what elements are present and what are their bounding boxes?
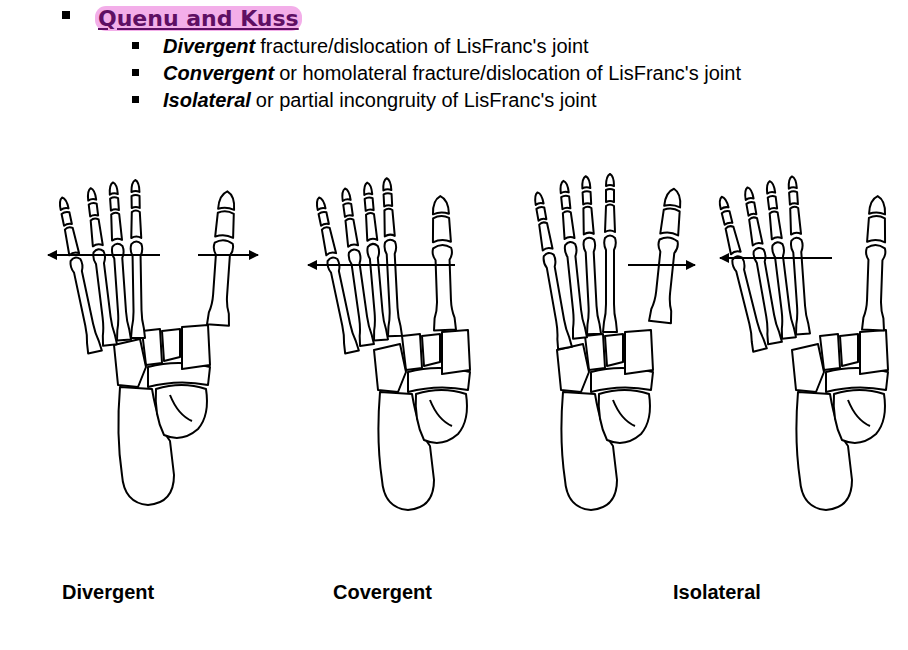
bullet-square xyxy=(62,11,70,19)
bullet-line: Isolateralor partial incongruity of LisF… xyxy=(163,88,596,112)
bullet-square xyxy=(132,69,139,76)
figure-caption: Covergent xyxy=(333,581,432,603)
foot-convergent xyxy=(308,178,470,510)
type-description: or homolateral fracture/dislocation of L… xyxy=(279,62,741,84)
caption-holder: Isolateral xyxy=(673,580,761,604)
bullet-line: Convergentor homolateral fracture/disloc… xyxy=(163,61,741,85)
type-name: Isolateral xyxy=(163,89,251,111)
bullet-line: Divergentfracture/dislocation of LisFran… xyxy=(163,34,589,58)
caption-holder: Divergent xyxy=(62,580,154,604)
bullet-square xyxy=(132,42,139,49)
type-description: or partial incongruity of LisFranc's joi… xyxy=(256,89,597,111)
type-name: Convergent xyxy=(163,62,274,84)
type-name: Divergent xyxy=(163,35,255,57)
bullet-square xyxy=(132,96,139,103)
figure-caption: Isolateral xyxy=(673,581,761,603)
caption-holder: Covergent xyxy=(333,580,432,604)
foot-isolateral-lateral xyxy=(715,176,889,510)
foot-divergent xyxy=(48,180,258,505)
slide-title: Quenu and Kuss xyxy=(95,6,302,31)
foot-isolateral-medial xyxy=(531,174,695,510)
figure-caption: Divergent xyxy=(62,581,154,603)
title-holder: Quenu and Kuss xyxy=(95,6,302,32)
type-description: fracture/dislocation of LisFranc's joint xyxy=(260,35,588,57)
